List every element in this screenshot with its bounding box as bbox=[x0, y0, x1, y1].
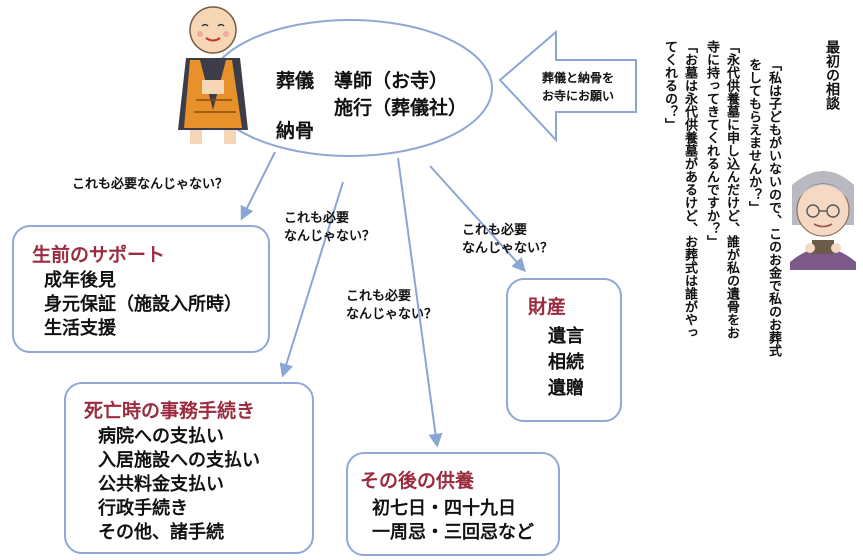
consultation-line-4: 寺に持ってきてくれるんですか？」 bbox=[704, 40, 719, 248]
question-label-2-line1: これも必要 bbox=[284, 211, 350, 226]
question-label-3-line1: これも必要 bbox=[346, 289, 412, 304]
after-death-item-4: 行政手続き bbox=[98, 498, 188, 519]
consultation-line-5: 「お墓は永代供養墓があるけど、お葬式は誰がやっ bbox=[682, 40, 697, 339]
after-death-procedures-box bbox=[64, 382, 314, 554]
ellipse-funeral: 葬儀 bbox=[276, 70, 315, 92]
ellipse-officiant: 導師（お寺） bbox=[334, 70, 449, 92]
consultation-line-3: 「永代供養墓に申し込んだけど、誰が私の遺骨をお bbox=[724, 40, 739, 339]
pre-death-support-title: 生前のサポート bbox=[32, 244, 166, 266]
assets-item-1: 遺言 bbox=[548, 326, 584, 347]
monk-illustration bbox=[178, 6, 248, 144]
memorial-services-box bbox=[346, 452, 560, 556]
after-death-procedures-title: 死亡時の事務手続き bbox=[84, 400, 256, 422]
assets-item-3: 遺贈 bbox=[548, 378, 584, 399]
pre-death-item-1: 成年後見 bbox=[44, 270, 116, 291]
arrow-to-memorial bbox=[397, 157, 443, 448]
pre-death-item-2: 身元保証（施設入所時） bbox=[44, 294, 242, 315]
consultation-line-2: をしてもらえませんか？」 bbox=[746, 58, 761, 214]
consultation-heading: 最初の相談 bbox=[824, 40, 840, 110]
after-death-item-3: 公共料金支払い bbox=[98, 474, 224, 495]
consultation-line-1: 「私は子どもがいないので、このお金で私のお葬式 bbox=[766, 58, 781, 357]
assets-box bbox=[506, 278, 622, 422]
memorial-item-1: 初七日・四十九日 bbox=[372, 498, 516, 519]
elderly-woman-illustration bbox=[790, 171, 856, 270]
assets-title: 財産 bbox=[528, 296, 567, 318]
question-label-3-line2: なんじゃない？ bbox=[346, 307, 438, 322]
memorial-services-title: その後の供養 bbox=[360, 470, 475, 492]
memorial-item-2: 一周忌・三回忌など bbox=[372, 522, 534, 543]
request-arrow-shape bbox=[498, 29, 637, 143]
consultation-line-6: てくれるの？」 bbox=[662, 40, 677, 131]
pre-death-support-box bbox=[12, 225, 270, 353]
arrow-to-pre-death bbox=[240, 151, 276, 221]
assets-item-2: 相続 bbox=[548, 352, 584, 373]
request-arrow-line2: お寺にお願い bbox=[542, 89, 615, 103]
after-death-item-2: 入居施設への支払い bbox=[98, 450, 260, 471]
question-label-4-line2: なんじゃない？ bbox=[462, 241, 554, 256]
request-arrow-line1: 葬儀と納骨を bbox=[542, 71, 615, 85]
after-death-item-1: 病院への支払い bbox=[98, 426, 224, 447]
pre-death-item-3: 生活支援 bbox=[44, 318, 116, 339]
ellipse-interment: 納骨 bbox=[276, 120, 315, 142]
question-label-4-line1: これも必要 bbox=[462, 223, 528, 238]
after-death-item-5: その他、諸手続 bbox=[98, 522, 224, 543]
ellipse-operator: 施行（葬儀社） bbox=[334, 97, 468, 119]
question-label-1: これも必要なんじゃない？ bbox=[72, 177, 229, 192]
arrow-to-assets bbox=[429, 165, 526, 273]
arrow-to-after-death bbox=[279, 181, 344, 378]
question-label-2-line2: なんじゃない？ bbox=[284, 229, 376, 244]
